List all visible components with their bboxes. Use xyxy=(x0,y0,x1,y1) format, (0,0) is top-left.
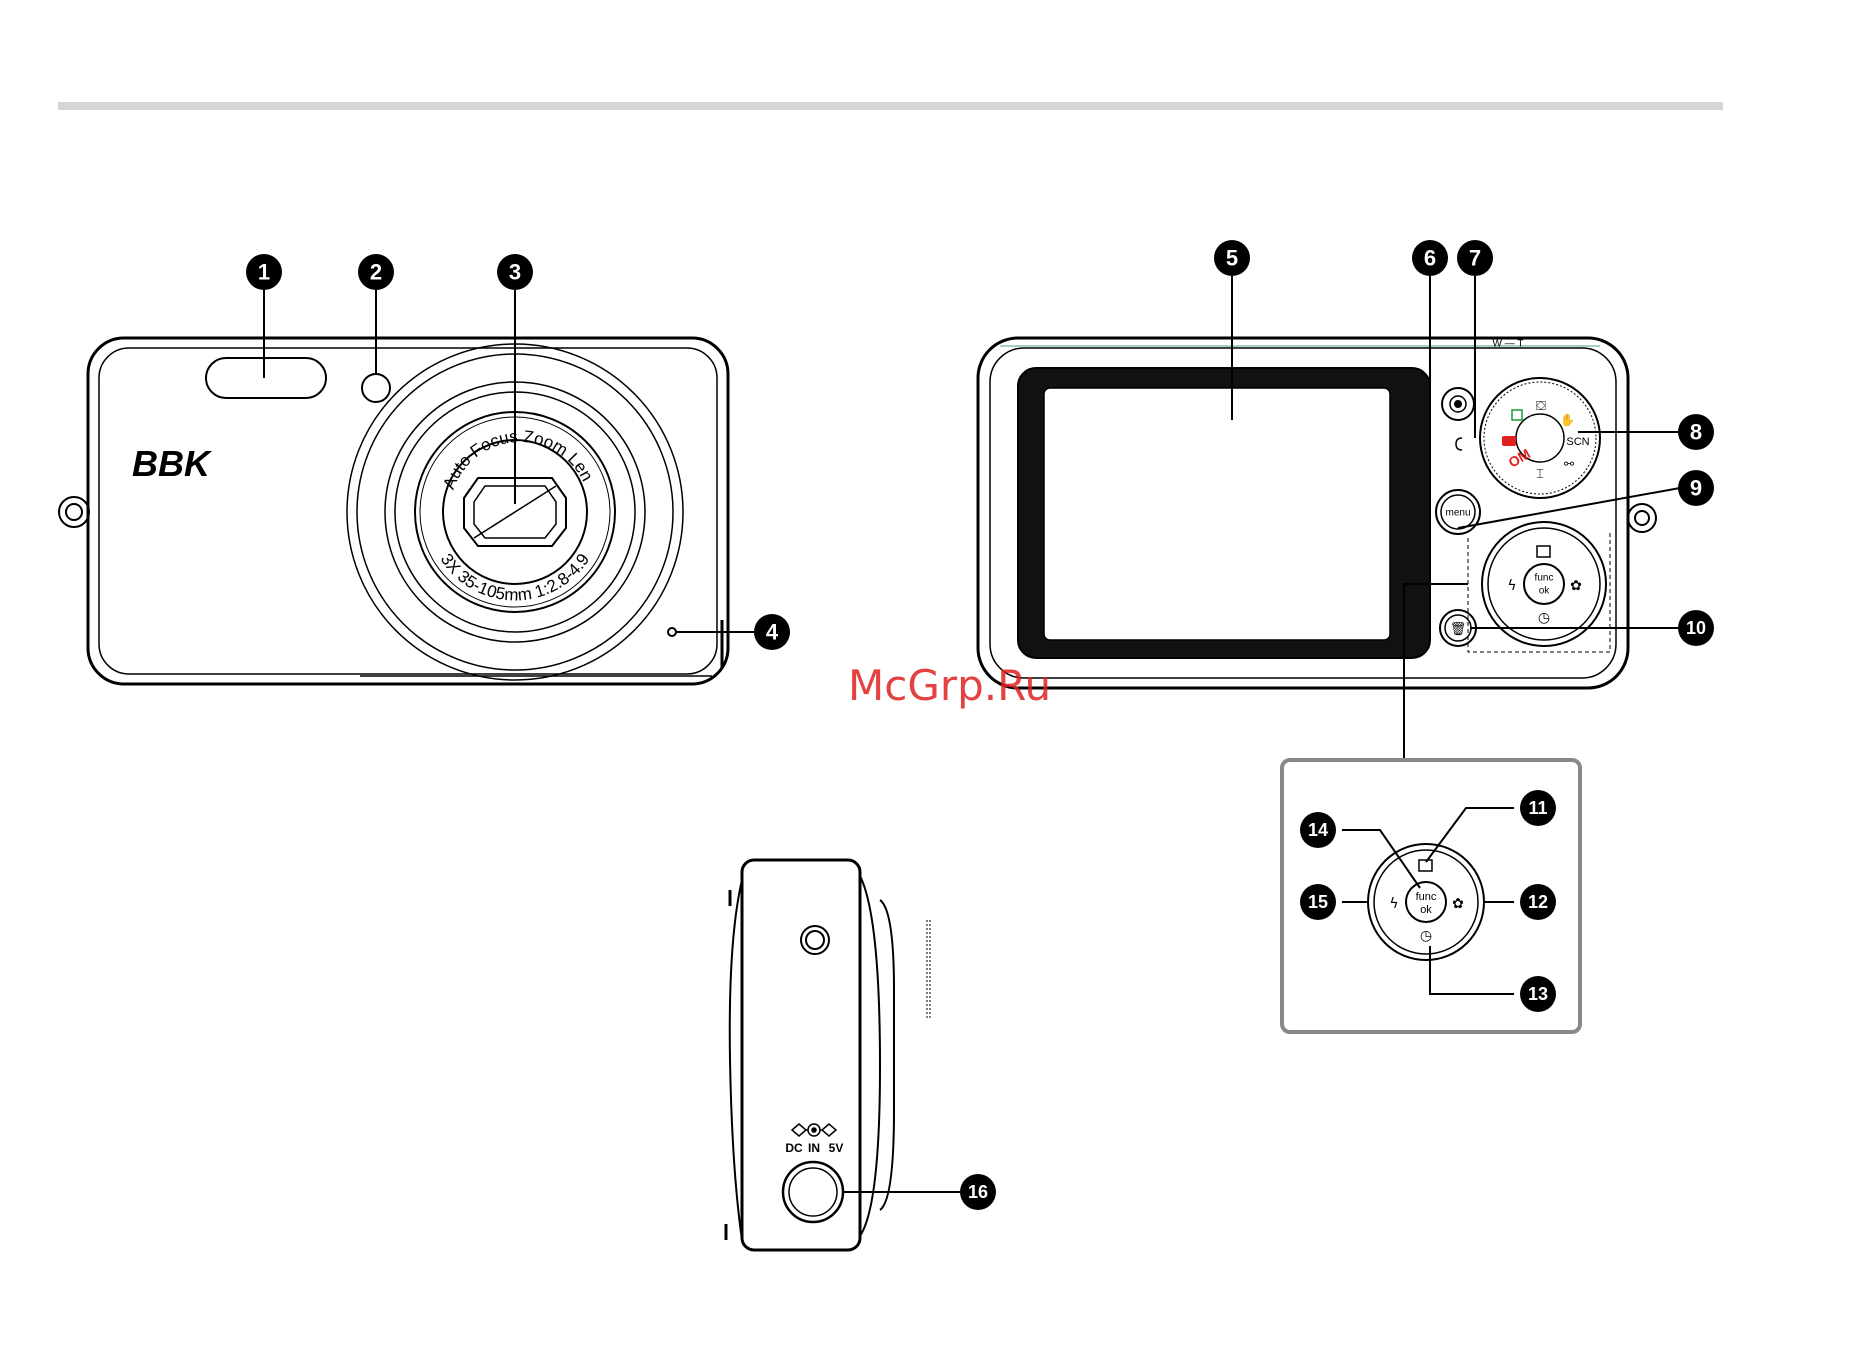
watermark-text: McGrp.Ru xyxy=(848,661,1051,710)
svg-text:13: 13 xyxy=(1528,984,1548,1004)
marker-11: 11 xyxy=(1520,790,1556,826)
front-strap-lug xyxy=(59,497,89,527)
mode-dial-icons: OM ⛋ SCN ✋ ⚯ ⌶ xyxy=(1502,398,1590,482)
mode-manual-icon: OM xyxy=(1506,445,1534,470)
exposure-icon-back xyxy=(1537,546,1550,557)
marker-12: 12 xyxy=(1520,884,1556,920)
svg-text:5: 5 xyxy=(1226,246,1238,271)
func-label-back-line1: func xyxy=(1535,573,1554,584)
svg-text:7: 7 xyxy=(1469,246,1481,271)
marker-1: 1 xyxy=(246,254,282,290)
svg-text:8: 8 xyxy=(1690,420,1702,445)
timer-icon-detail: ◷ xyxy=(1420,928,1432,944)
af-assist-lamp xyxy=(362,374,390,402)
marker-15: 15 xyxy=(1300,884,1336,920)
flash-icon-detail: ϟ xyxy=(1389,896,1398,912)
flash-icon-back: ϟ xyxy=(1507,578,1516,594)
back-strap-lug xyxy=(1628,504,1656,532)
marker-13: 13 xyxy=(1520,976,1556,1012)
marker-14: 14 xyxy=(1300,812,1336,848)
number-markers: 1 2 3 4 5 6 7 8 9 10 11 12 13 14 15 16 xyxy=(246,240,1714,1210)
dc-label-middle: IN xyxy=(808,1141,820,1155)
svg-text:16: 16 xyxy=(968,1182,988,1202)
marker-5: 5 xyxy=(1214,240,1250,276)
dc-label-right: 5V xyxy=(829,1141,844,1155)
front-mic-hole xyxy=(668,628,676,636)
svg-text:10: 10 xyxy=(1686,618,1706,638)
marker-3: 3 xyxy=(497,254,533,290)
macro-icon-back: ✿ xyxy=(1570,578,1582,594)
marker-16: 16 xyxy=(960,1174,996,1210)
marker-6: 6 xyxy=(1412,240,1448,276)
zoom-indicator: W — T xyxy=(1493,339,1524,350)
svg-text:12: 12 xyxy=(1528,892,1548,912)
marker-9: 9 xyxy=(1678,470,1714,506)
lcd-screen xyxy=(1044,388,1390,640)
camera-back-view xyxy=(978,338,1656,688)
exposure-icon-detail xyxy=(1419,860,1432,871)
mode-portrait-icon: ⚯ xyxy=(1564,457,1574,471)
mode-tripod-icon: ⌶ xyxy=(1536,467,1544,482)
func-label-detail-line1: func xyxy=(1416,891,1437,903)
dc-polarity-symbol xyxy=(792,1124,836,1136)
func-ok-button xyxy=(1524,564,1564,604)
menu-button-label: menu xyxy=(1445,508,1470,519)
macro-icon-detail: ✿ xyxy=(1452,896,1464,912)
front-leader-lines xyxy=(264,290,754,632)
marker-2: 2 xyxy=(358,254,394,290)
svg-text:6: 6 xyxy=(1424,246,1436,271)
dc-in-port xyxy=(783,1162,843,1222)
func-label-back-line2: ok xyxy=(1539,586,1551,597)
svg-text:2: 2 xyxy=(370,260,382,285)
mode-video-icon: ⛋ xyxy=(1536,398,1546,413)
timer-icon-back: ◷ xyxy=(1538,610,1550,626)
brand-logo: BBK xyxy=(132,443,213,484)
mode-scene-text: SCN xyxy=(1566,436,1589,448)
func-label-detail-line2: ok xyxy=(1420,904,1432,916)
svg-text:9: 9 xyxy=(1690,476,1702,501)
svg-text:3: 3 xyxy=(509,260,521,285)
marker-8: 8 xyxy=(1678,414,1714,450)
mode-camera-icon xyxy=(1502,436,1516,446)
marker-7: 7 xyxy=(1457,240,1493,276)
marker-4: 4 xyxy=(754,614,790,650)
header-rule xyxy=(58,102,1723,110)
svg-text:4: 4 xyxy=(766,620,779,645)
svg-text:15: 15 xyxy=(1308,892,1328,912)
front-flash xyxy=(206,358,326,398)
lens-ring-top-text: Auto Focus Zoom Lens xyxy=(0,0,597,492)
svg-text:14: 14 xyxy=(1308,820,1328,840)
status-led xyxy=(1456,438,1462,450)
dc-label-left: DC xyxy=(785,1141,803,1155)
trash-icon-back: 🗑 xyxy=(1450,621,1467,637)
mode-stabilizer-icon: ✋ xyxy=(1560,413,1575,427)
camera-front-view xyxy=(59,338,728,684)
mode-auto-icon xyxy=(1512,410,1522,420)
svg-text:11: 11 xyxy=(1528,798,1547,818)
svg-text:1: 1 xyxy=(258,260,270,285)
marker-10: 10 xyxy=(1678,610,1714,646)
